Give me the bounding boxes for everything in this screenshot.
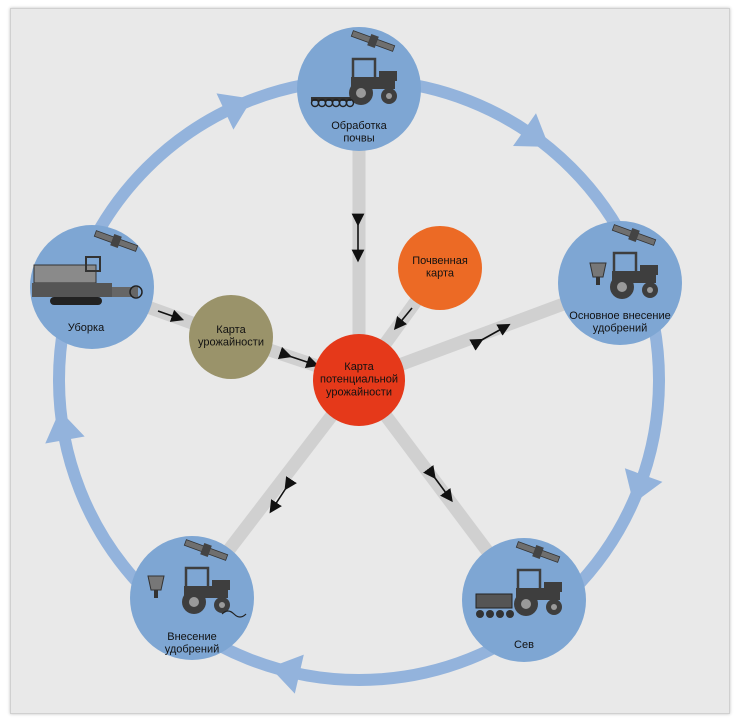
double-arrow-icon: [423, 465, 453, 503]
tractor-hood: [379, 71, 397, 81]
stage-label-tillage-line: Обработка: [331, 120, 387, 132]
satellite-body: [532, 544, 544, 560]
satellite-body: [628, 227, 640, 243]
combine-harvester-icon: [32, 256, 143, 305]
stage-node-sowing: Сев: [462, 538, 586, 662]
link-arrows: [157, 213, 511, 514]
yield-map-label-line: урожайности: [198, 337, 264, 349]
seeder-wheel: [506, 610, 514, 618]
spreader-stand: [596, 277, 600, 285]
tractor-hood: [640, 265, 658, 275]
stage-label-harvest-line: Уборка: [68, 322, 105, 334]
tractor-rear-hub: [521, 599, 531, 609]
satellite-icon: [183, 539, 229, 561]
satellite-icon: [515, 541, 561, 563]
tractor-icon: [514, 568, 562, 616]
tractor-front-hub: [647, 287, 653, 293]
stage-label-tillage-line: почвы: [343, 133, 374, 145]
satellite-body: [110, 233, 122, 249]
stage-node-harvest: Уборка: [30, 225, 154, 349]
tractor-icon: [610, 251, 658, 299]
cycle-arrowhead: [270, 654, 304, 694]
cycle-arrowhead: [216, 93, 253, 130]
tractor-rear-hub: [189, 597, 199, 607]
combine-track: [50, 297, 102, 305]
seeder-wheel: [476, 610, 484, 618]
cycle-arrowhead: [624, 468, 663, 504]
satellite-icon: [93, 230, 139, 252]
center-label-line: Карта: [344, 361, 374, 373]
tractor-rear-hub: [356, 88, 366, 98]
tractor-rear-hub: [617, 282, 627, 292]
cycle-arrowhead: [45, 410, 85, 444]
yield-map-label-line: Карта: [216, 324, 246, 336]
satellite-icon: [350, 30, 396, 52]
spreader-stand: [154, 590, 158, 598]
spreader-hopper: [147, 575, 165, 591]
stage-label-fertilizing-basic-line: удобрений: [593, 323, 648, 335]
stage-label-fertilizing-line: Внесение: [167, 631, 216, 643]
stage-label-sowing-line: Сев: [514, 639, 534, 651]
soil-map-label-line: карта: [426, 268, 455, 280]
single-arrow-icon: [393, 307, 413, 330]
seeder-box: [475, 593, 513, 609]
stage-label-fertilizing-basic-line: Основное внесение: [569, 310, 670, 322]
cultivator-disc: [345, 98, 355, 108]
yield-map-circle: [189, 295, 273, 379]
double-arrow-icon: [277, 346, 320, 369]
tractor-front-hub: [386, 93, 392, 99]
center-circle: [313, 334, 405, 426]
spreader-icon: [589, 262, 607, 285]
tractor-icon: [349, 57, 397, 105]
tractor-hood: [544, 582, 562, 592]
stage-label-fertilizing-line: удобрений: [165, 644, 220, 656]
combine-body: [32, 283, 112, 297]
center-label-line: потенциальной: [320, 374, 398, 386]
double-arrow-icon: [469, 323, 511, 351]
spreader-hopper: [589, 262, 607, 278]
spray-icon: [221, 610, 247, 618]
combine-cab: [85, 256, 101, 272]
cultivator-icon: [310, 97, 355, 108]
single-arrow-icon: [157, 309, 185, 322]
tractor-icon: [182, 566, 230, 614]
stage-label-sowing: Сев: [514, 639, 534, 651]
tractor-front-hub: [219, 602, 225, 608]
soil-map-label-line: Почвенная: [412, 255, 468, 267]
center-label-line: урожайности: [326, 386, 392, 398]
seeder-icon: [475, 593, 514, 618]
tractor-front-hub: [551, 604, 557, 610]
satellite-body: [200, 542, 212, 558]
double-arrow-icon: [269, 476, 297, 514]
seeder-wheel: [486, 610, 494, 618]
satellite-icon: [611, 224, 657, 246]
combine-reel: [129, 285, 143, 299]
seeder-wheel: [496, 610, 504, 618]
soil-map-circle: [398, 226, 482, 310]
tractor-hood: [212, 580, 230, 590]
cultivator-frame: [311, 97, 351, 101]
stage-label-harvest: Уборка: [68, 322, 105, 334]
cycle-arrowhead: [513, 113, 550, 147]
spreader-icon: [147, 575, 165, 598]
combine-header: [112, 287, 138, 297]
satellite-body: [367, 33, 379, 49]
